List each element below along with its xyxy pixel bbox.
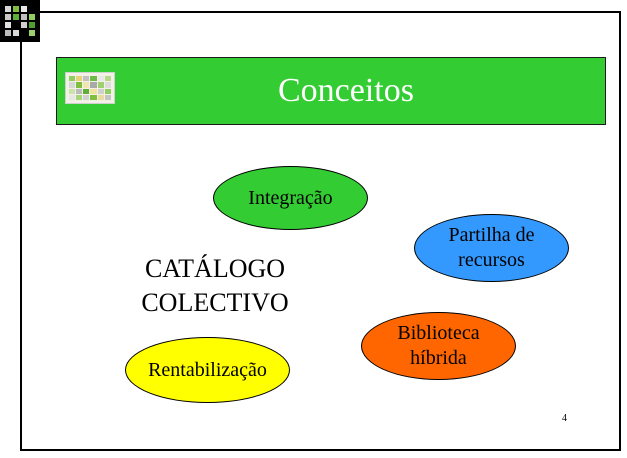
concept-partilha-label: Partilha de recursos (448, 223, 534, 273)
mosaic-title-icon (65, 72, 115, 104)
central-text: CATÁLOGO COLECTIVO (115, 252, 315, 320)
concept-rentabilizacao-label: Rentabilização (148, 358, 267, 381)
title-bar (56, 57, 606, 125)
concept-integracao: Integração (213, 166, 368, 230)
mosaic-logo-icon (0, 0, 40, 42)
slide-frame (20, 11, 621, 451)
slide-title: Conceitos (278, 72, 414, 109)
concept-biblioteca-label: Biblioteca híbrida (397, 321, 479, 371)
concept-rentabilizacao: Rentabilização (125, 337, 290, 403)
concept-biblioteca-line2: híbrida (410, 347, 467, 369)
concept-partilha-recursos: Partilha de recursos (414, 214, 569, 282)
central-text-line1: CATÁLOGO (144, 254, 286, 283)
concept-integracao-label: Integração (248, 186, 333, 209)
concept-partilha-line1: Partilha de (448, 224, 535, 246)
concept-partilha-line2: recursos (458, 249, 525, 271)
concept-biblioteca-line1: Biblioteca (397, 322, 480, 344)
page-number: 4 (562, 413, 567, 424)
central-text-line2: COLECTIVO (141, 288, 289, 317)
concept-biblioteca-hibrida: Biblioteca híbrida (361, 312, 516, 380)
